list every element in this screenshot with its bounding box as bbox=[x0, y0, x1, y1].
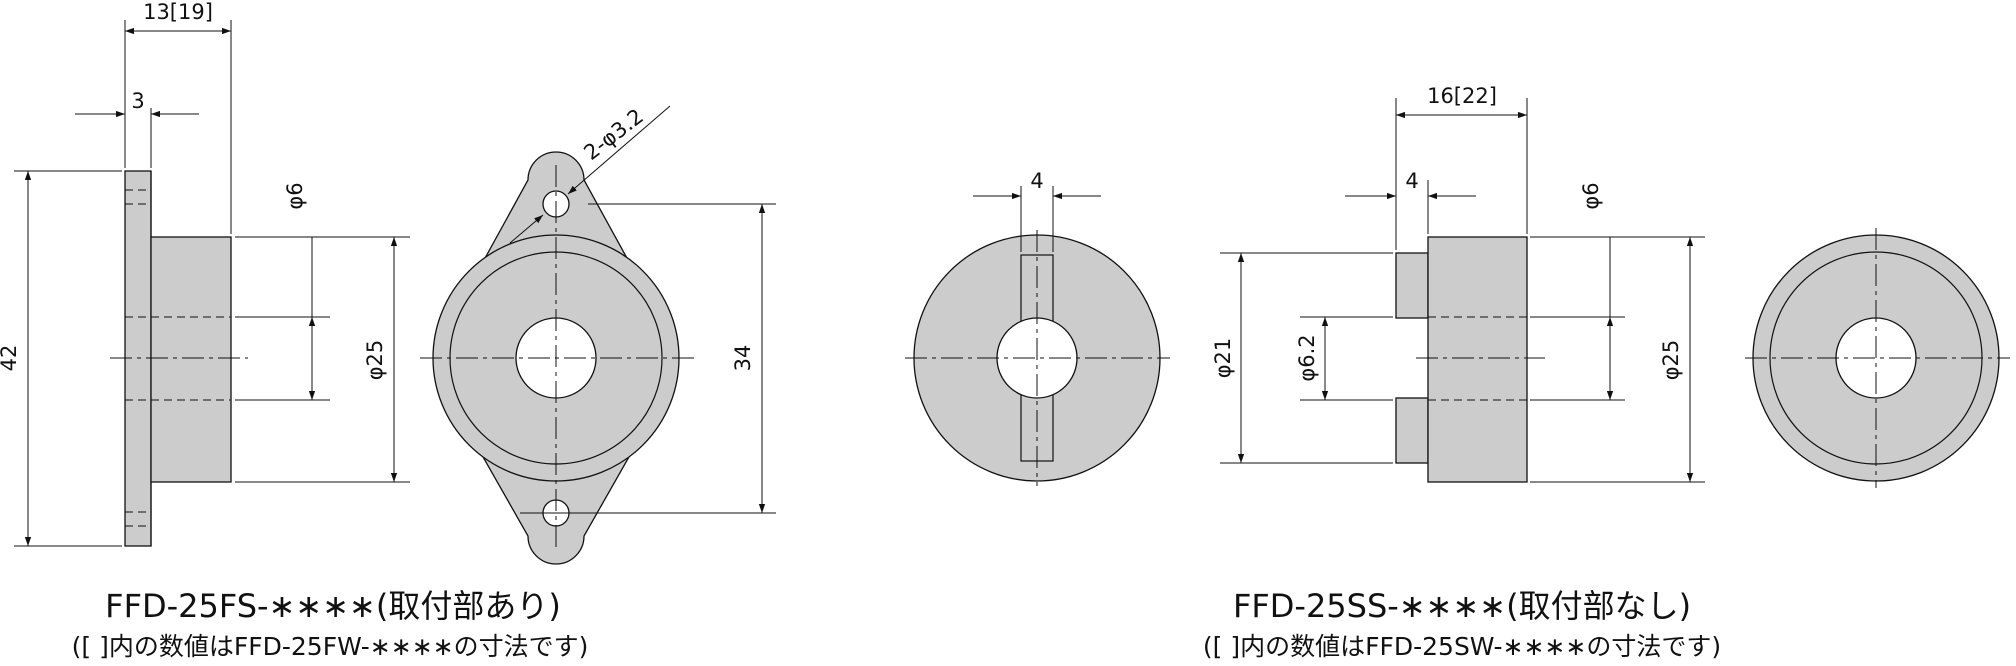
caption-left: FFD-25FS-∗∗∗∗(取付部あり) bbox=[105, 587, 561, 625]
right-rear-view bbox=[1745, 228, 2010, 488]
dim-overall-width-right: 16[22] bbox=[1427, 84, 1497, 108]
dim-bore-right: φ6 bbox=[1579, 182, 1603, 209]
left-side-view: 13[19] 3 42 φ6 φ25 bbox=[0, 0, 410, 547]
dim-inner-diameter: φ6.2 bbox=[1295, 334, 1319, 381]
caption-right: FFD-25SS-∗∗∗∗(取付部なし) bbox=[1233, 587, 1691, 625]
body-section bbox=[150, 236, 232, 483]
dim-bore-left: φ6 bbox=[283, 182, 307, 209]
dim-hub-length: 4 bbox=[1405, 169, 1418, 193]
dim-flange-thickness: 3 bbox=[131, 89, 144, 113]
hub-top bbox=[1395, 252, 1429, 319]
dim-slot-width: 4 bbox=[1030, 169, 1043, 193]
dim-hub-diameter: φ21 bbox=[1211, 338, 1235, 379]
right-front-view: 4 bbox=[905, 169, 1170, 486]
right-side-view: 16[22] 4 φ21 φ6.2 φ6 φ25 bbox=[1211, 84, 1705, 483]
note-right: ([ ]内の数値はFFD-25SW-∗∗∗∗の寸法です) bbox=[1203, 632, 1721, 661]
hub-bottom bbox=[1395, 397, 1429, 464]
dim-overall-width-left: 13[19] bbox=[143, 0, 213, 24]
body-section-right bbox=[1427, 236, 1528, 483]
dim-outer-diameter-right: φ25 bbox=[1659, 340, 1683, 381]
note-left: ([ ]内の数値はFFD-25FW-∗∗∗∗の寸法です) bbox=[72, 632, 589, 661]
dim-hole-pitch: 34 bbox=[731, 345, 755, 372]
dim-height-left: 42 bbox=[0, 345, 21, 372]
left-front-view: 2-φ3.2 34 bbox=[420, 104, 776, 565]
dim-outer-diameter-left: φ25 bbox=[363, 340, 387, 381]
